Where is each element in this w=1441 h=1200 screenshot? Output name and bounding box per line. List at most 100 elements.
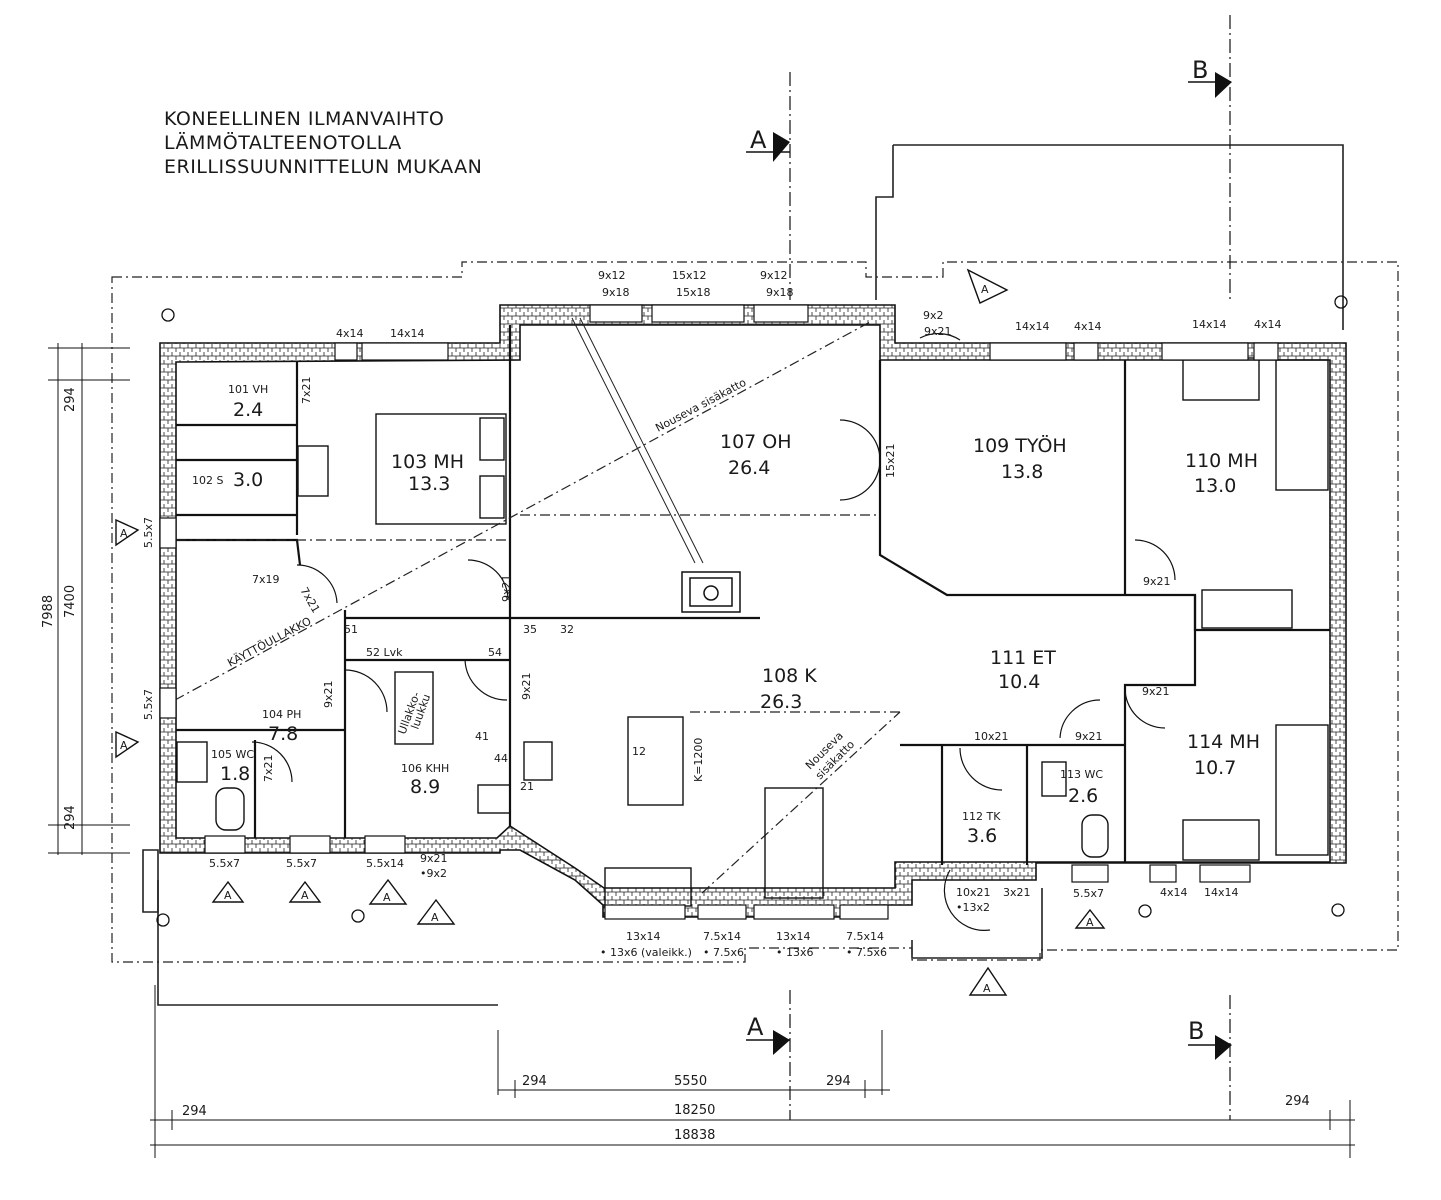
room-110-name: 110 MH (1185, 450, 1258, 472)
dim-left-7988: 7988 (41, 595, 56, 628)
elevation-markers (115, 268, 1106, 996)
opening-label: 3x21 (1003, 886, 1031, 899)
room-113-name: 113 WC (1060, 768, 1103, 781)
room-104-name: 104 PH (262, 708, 301, 721)
dim-18838: 18838 (674, 1128, 715, 1143)
opening-label: 13x14 (776, 930, 811, 943)
opening-label: • 7.5x6 (703, 946, 744, 959)
dim-left-294-top: 294 (63, 387, 78, 412)
opening-label: 5.5x7 (142, 689, 155, 720)
opening-label: 14x14 (1015, 320, 1050, 333)
opening-label: 15x21 (884, 443, 897, 478)
opening-label: • 13x6 (776, 946, 814, 959)
section-b-top: B (1192, 56, 1208, 84)
room-114-name: 114 MH (1187, 731, 1260, 753)
opening-label: 9x2 (923, 309, 944, 322)
fixture-35: 35 (523, 623, 537, 636)
ventilation-note-line-1: KONEELLINEN ILMANVAIHTO (164, 108, 445, 130)
opening-label: • 13x6 (valeikk.) (600, 946, 692, 959)
opening-label: 5.5x7 (1073, 887, 1104, 900)
room-101-area: 2.4 (233, 399, 263, 421)
opening-label: 9x21 (420, 852, 448, 865)
opening-label: 13x14 (626, 930, 661, 943)
room-112-name: 112 TK (962, 810, 1001, 823)
section-markers: A B A B (746, 56, 1232, 1060)
doors (251, 333, 1176, 931)
dimension-lines (48, 343, 1355, 1158)
opening-label: 14x14 (1192, 318, 1227, 331)
dim-5550: 5550 (674, 1074, 707, 1089)
room-107-name: 107 OH (720, 431, 792, 453)
dim-left-294-bottom: 294 (63, 805, 78, 830)
ventilation-note-line-3: ERILLISSUUNNITTELUN MUKAAN (164, 156, 483, 178)
elevation-mark: A (383, 891, 391, 904)
elevation-mark: A (120, 527, 128, 540)
opening-sizes: 4x14 14x14 9x12 9x18 15x12 15x18 9x12 9x… (142, 269, 1282, 959)
opening-label: • 7.5x6 (846, 946, 887, 959)
fixture-54: 54 (488, 646, 502, 659)
elevation-mark: A (301, 889, 309, 902)
dim-294-b: 294 (826, 1074, 851, 1089)
fixture-12: 12 (632, 745, 646, 758)
opening-label: 15x12 (672, 269, 707, 282)
room-106-area: 8.9 (410, 776, 440, 798)
room-102-area: 3.0 (233, 469, 263, 491)
dim-left-7400: 7400 (63, 585, 78, 618)
section-a-bottom: A (747, 1013, 764, 1041)
room-104-area: 7.8 (268, 723, 298, 745)
k1200-label: K=1200 (692, 738, 705, 782)
fireplace (681, 571, 741, 613)
room-105-area: 1.8 (220, 763, 250, 785)
ventilation-note-line-2: LÄMMÖTALTEENOTOLLA (164, 132, 402, 154)
opening-label: 4x14 (1160, 886, 1188, 899)
fixture-44: 44 (494, 752, 508, 765)
room-109-area: 13.8 (1001, 461, 1043, 483)
opening-label: 5.5x7 (286, 857, 317, 870)
opening-label: 4x14 (336, 327, 364, 340)
room-113-area: 2.6 (1068, 785, 1098, 807)
windows (159, 304, 1279, 920)
elevation-mark: A (224, 889, 232, 902)
appliance-52-label: 52 Lvk (366, 646, 403, 659)
rising-ceiling-label: Nouseva sisäkatto (653, 376, 748, 435)
opening-label: 5.5x7 (142, 517, 155, 548)
exterior-walls (159, 304, 1347, 918)
room-111-name: 111 ET (990, 647, 1056, 669)
dim-294-a: 294 (522, 1074, 547, 1089)
drain-symbols (156, 295, 1348, 927)
elevation-mark: A (1086, 916, 1094, 929)
chimney-line (571, 317, 704, 564)
room-labels: 101 VH 2.4 102 S 3.0 103 MH 13.3 104 PH … (192, 383, 1260, 847)
room-109-name: 109 TYÖH (973, 434, 1067, 457)
opening-label: 9x21 (322, 680, 335, 708)
section-lines (789, 15, 1231, 1120)
opening-label: 9x21 (1142, 685, 1170, 698)
opening-label: 14x14 (390, 327, 425, 340)
opening-label: 9x21 (1143, 575, 1171, 588)
opening-label: 9x18 (602, 286, 630, 299)
furniture (176, 357, 1329, 907)
opening-label: 9x12 (760, 269, 788, 282)
dim-18250: 18250 (674, 1103, 715, 1118)
opening-label: •13x2 (956, 901, 990, 914)
opening-label: 9x21 (1075, 730, 1103, 743)
opening-label: 4x14 (1254, 318, 1282, 331)
attic-label: KÄYTTÖULLAKKO (225, 614, 313, 669)
opening-label: 7x19 (252, 573, 280, 586)
opening-label: 15x18 (676, 286, 711, 299)
opening-label: 9x18 (766, 286, 794, 299)
opening-label: 5.5x14 (366, 857, 404, 870)
room-111-area: 10.4 (998, 671, 1040, 693)
room-107-area: 26.4 (728, 457, 770, 479)
opening-label: 7.5x14 (703, 930, 741, 943)
room-108-area: 26.3 (760, 691, 802, 713)
section-b-bottom: B (1188, 1017, 1204, 1045)
opening-label: 14x14 (1204, 886, 1239, 899)
dim-294-c: 294 (182, 1104, 207, 1119)
room-106-name: 106 KHH (401, 762, 449, 775)
elevation-mark: A (120, 739, 128, 752)
opening-label: 9x21 (500, 574, 513, 602)
section-a-top: A (750, 126, 767, 154)
fixture-32: 32 (560, 623, 574, 636)
